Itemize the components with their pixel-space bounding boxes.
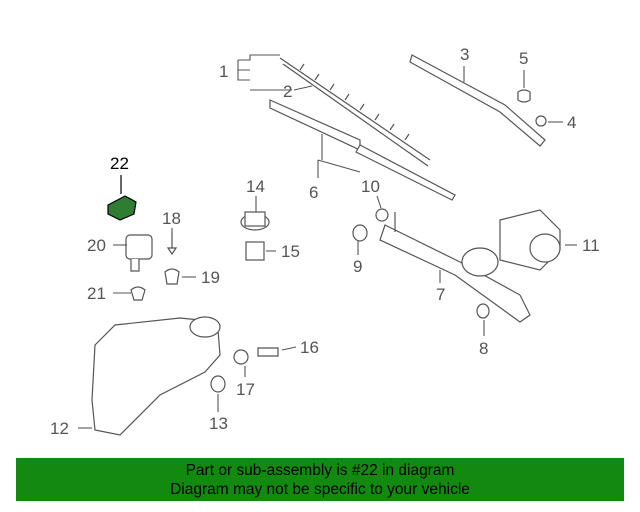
callout-20: 20: [87, 236, 106, 255]
part-22-highlight[interactable]: [107, 195, 137, 221]
cap-8-part[interactable]: [476, 303, 490, 319]
grommet-21-part[interactable]: [130, 286, 146, 301]
callout-1: 1: [219, 62, 228, 81]
clip-18-part[interactable]: [166, 232, 178, 256]
hose-16-part[interactable]: [257, 347, 279, 357]
callout-4: 4: [567, 113, 576, 132]
banner-line-1: Part or sub-assembly is #22 in diagram: [185, 462, 455, 479]
banner-line-2: Diagram may not be specific to your vehi…: [170, 481, 470, 498]
wiper-blade-part[interactable]: [279, 57, 431, 167]
washer-pump-part[interactable]: [125, 234, 153, 272]
parts-diagram: 1 2 3 4 5 6 7 8 9 10 11 12 13 14 15 16 1…: [50, 45, 600, 438]
callout-3: 3: [460, 45, 469, 64]
grommet-10-part[interactable]: [375, 208, 389, 222]
callout-6: 6: [309, 183, 318, 202]
callout-22: 22: [110, 154, 129, 173]
callout-11: 11: [582, 236, 600, 255]
grommet-9-part[interactable]: [352, 224, 368, 242]
callout-2: 2: [283, 82, 292, 101]
callout-12: 12: [50, 419, 69, 438]
cap-4-part[interactable]: [535, 115, 547, 127]
callout-17: 17: [236, 380, 255, 399]
grommet-17-part[interactable]: [233, 349, 249, 365]
callout-18: 18: [162, 209, 181, 228]
fastener-19-part[interactable]: [164, 268, 180, 285]
pump-part-15[interactable]: [245, 241, 265, 261]
pump-part-14[interactable]: [240, 211, 270, 231]
washer-reservoir-part[interactable]: [91, 316, 221, 436]
wiper-motor-part[interactable]: [499, 209, 561, 271]
callout-14: 14: [246, 177, 265, 196]
wiper-arm-part[interactable]: [269, 99, 456, 201]
callout-21: 21: [87, 284, 106, 303]
callout-5: 5: [519, 49, 528, 68]
wiper-arm-3-part[interactable]: [409, 54, 546, 147]
callout-10: 10: [361, 177, 380, 196]
callout-7: 7: [436, 285, 445, 304]
callout-19: 19: [201, 268, 220, 287]
callout-13: 13: [209, 414, 228, 433]
callout-9: 9: [353, 257, 362, 276]
linkage-part[interactable]: [379, 212, 531, 323]
nut-5-part[interactable]: [517, 89, 531, 103]
callout-15: 15: [281, 242, 300, 261]
cap-13-part[interactable]: [210, 375, 226, 393]
callout-16: 16: [300, 338, 319, 357]
info-banner: Part or sub-assembly is #22 in diagram D…: [16, 458, 624, 501]
callout-8: 8: [479, 339, 488, 358]
